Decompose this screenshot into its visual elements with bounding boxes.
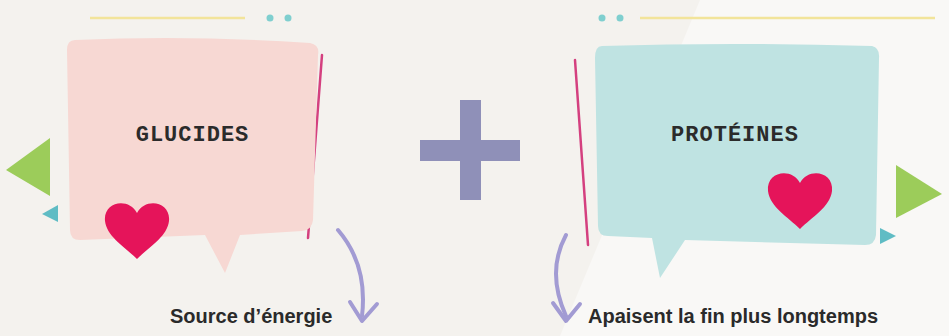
node-heading: GLUCIDES: [136, 123, 250, 148]
curved-arrow: [556, 235, 566, 316]
background-panel: [560, 0, 949, 336]
plus-sign: [460, 100, 481, 200]
speech-bubble: GLUCIDES: [65, 35, 320, 275]
speech-bubble: PROTÉINES: [590, 40, 880, 280]
teal-triangle: [880, 228, 896, 244]
heart-icon: [768, 173, 832, 229]
yellow-line: [640, 17, 935, 20]
pink-stroke: [575, 60, 588, 245]
curved-arrow: [553, 303, 580, 321]
yellow-line: [90, 17, 245, 20]
green-triangle: [896, 165, 942, 218]
bubble-outline: [65, 35, 320, 275]
caption-text: Apaisent la fin plus longtemps: [588, 305, 878, 328]
teal-dot: [285, 15, 292, 22]
curved-arrow: [350, 302, 377, 321]
node-heading: PROTÉINES: [671, 123, 799, 148]
caption-text: Source d’énergie: [170, 305, 332, 328]
green-triangle: [6, 138, 50, 196]
bubble-shape: [67, 38, 318, 273]
bubble-shape: [595, 44, 879, 278]
teal-dot: [267, 15, 274, 22]
heart-icon: [105, 203, 169, 259]
teal-dot: [617, 15, 624, 22]
teal-dot: [599, 15, 606, 22]
bubble-outline: [590, 40, 880, 280]
teal-triangle: [42, 205, 58, 222]
